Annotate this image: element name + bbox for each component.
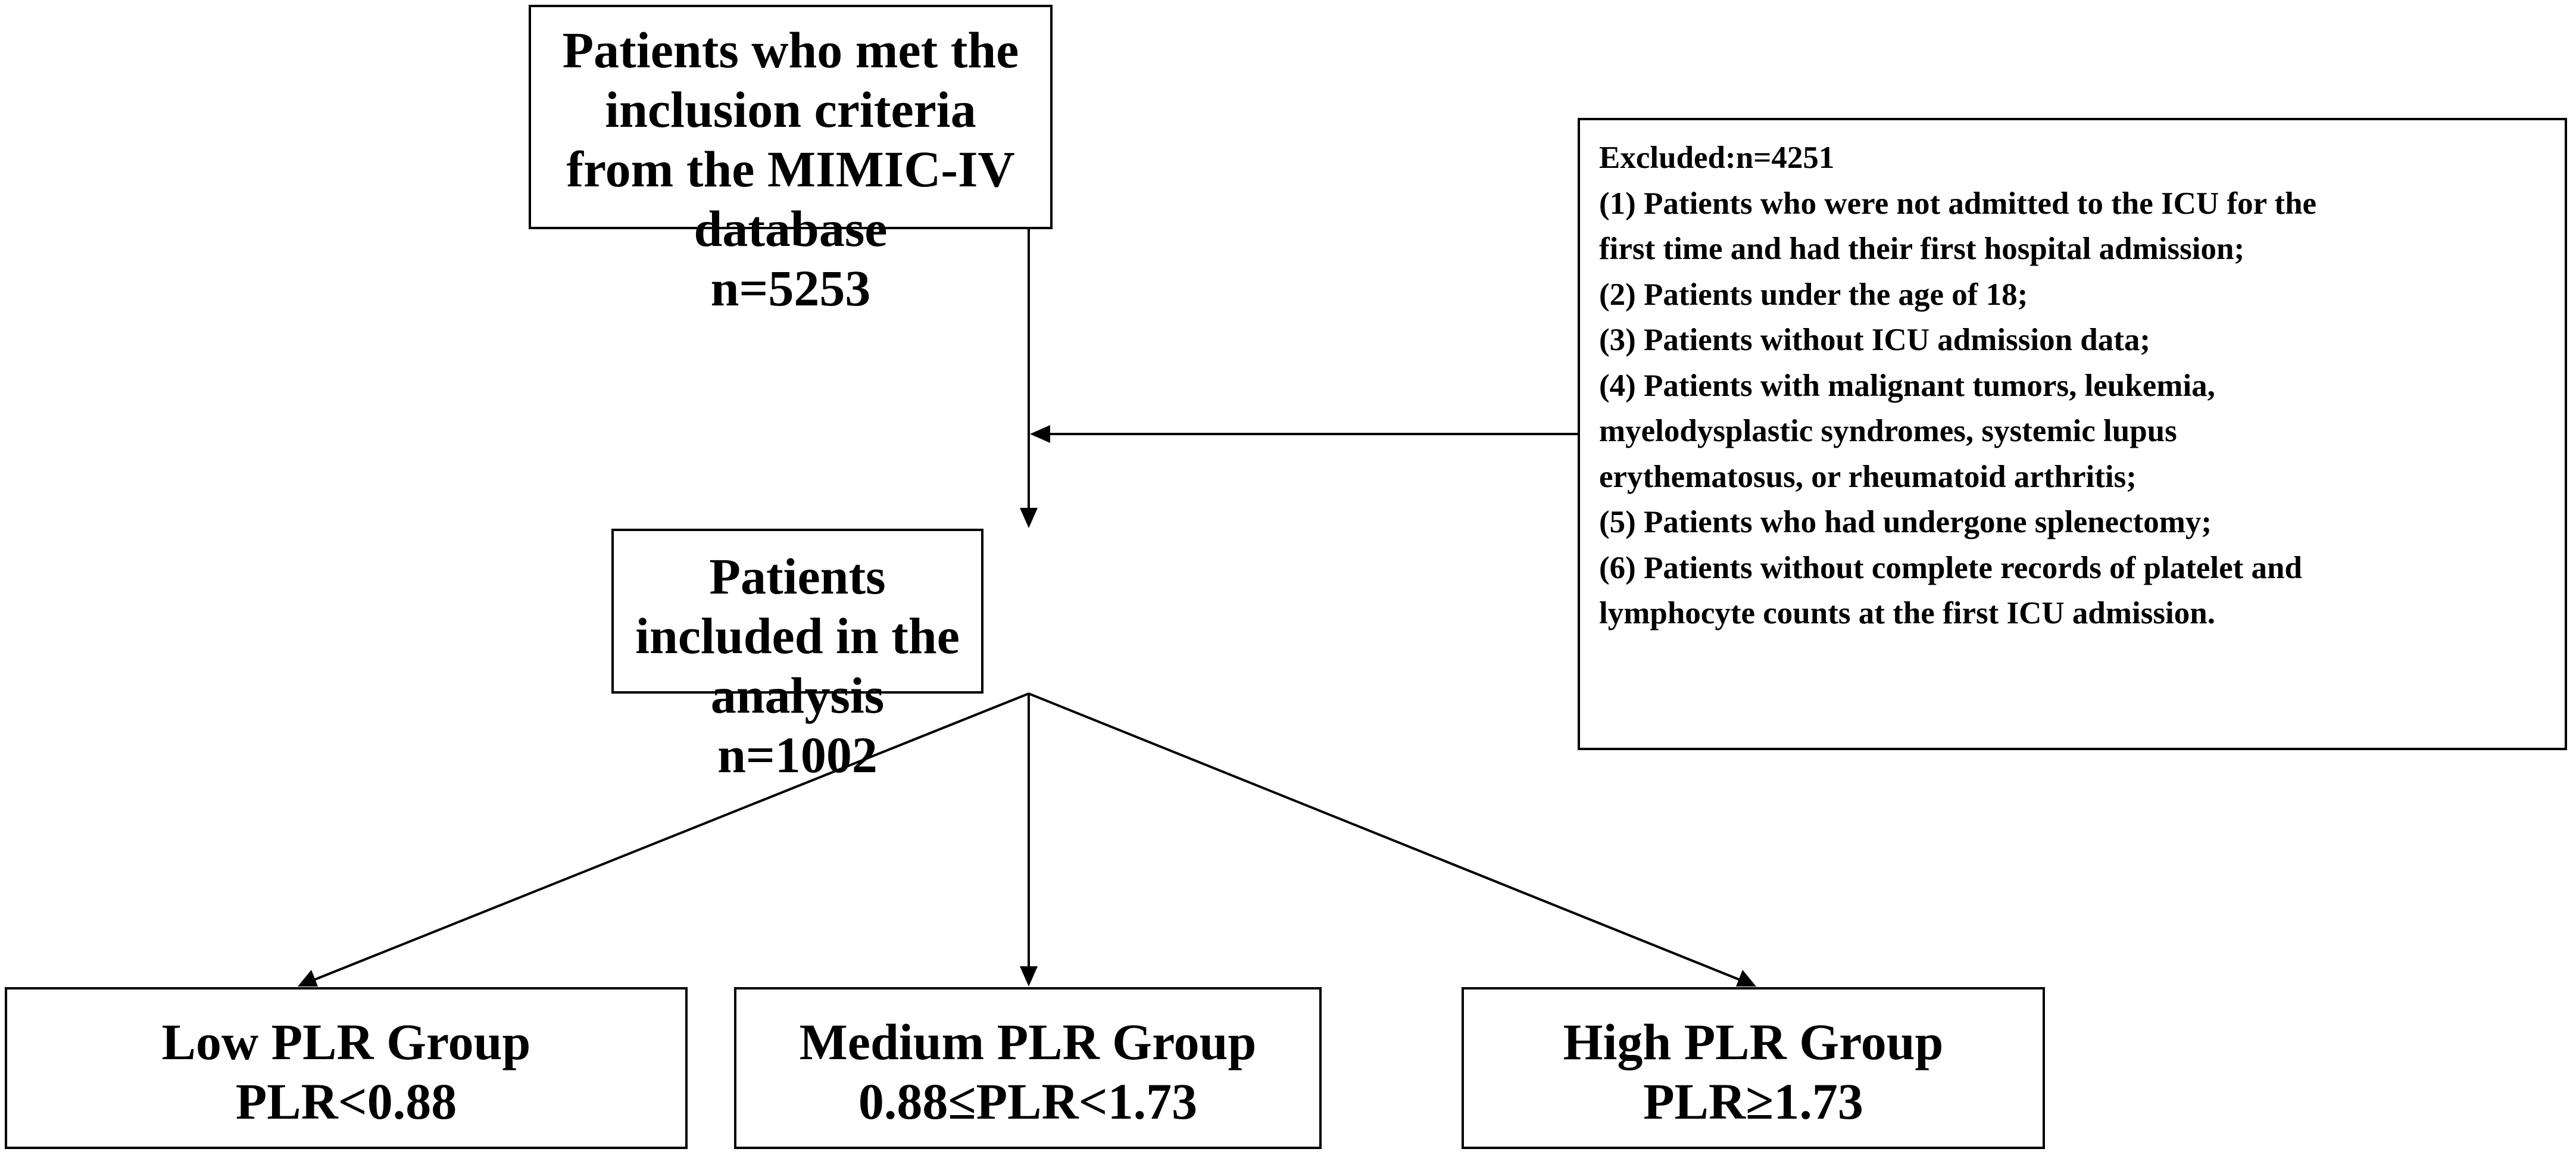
arrow-to-high xyxy=(1028,692,1750,985)
analysis-label: Patients included in the analysis xyxy=(635,548,960,724)
arrowhead-low xyxy=(298,970,318,987)
medium-group-name: Medium PLR Group xyxy=(799,1013,1257,1070)
exclusion-title: Excluded:n=4251 xyxy=(1599,141,1835,175)
arrowhead-medium xyxy=(1020,966,1038,987)
inclusion-line-1: Patients who met the inclusion criteria xyxy=(562,21,1019,138)
arrowhead-high xyxy=(1736,970,1756,987)
exclusion-line: (3) Patients without ICU admission data; xyxy=(1599,323,2151,357)
arrowhead-exclusion xyxy=(1030,425,1050,443)
analysis-count: n=1002 xyxy=(717,726,878,783)
exclusion-line: (4) Patients with malignant tumors, leuk… xyxy=(1599,368,2215,403)
exclusion-box: Excluded:n=4251 (1) Patients who were no… xyxy=(1578,118,2567,750)
exclusion-line: myelodysplastic syndromes, systemic lupu… xyxy=(1599,414,2177,448)
exclusion-line: (6) Patients without complete records of… xyxy=(1599,550,2303,585)
exclusion-line: (2) Patients under the age of 18; xyxy=(1599,277,2028,312)
arrow-to-low xyxy=(304,692,1029,985)
inclusion-criteria-box: Patients who met the inclusion criteria … xyxy=(529,5,1053,317)
medium-plr-group-box: Medium PLR Group 0.88≤PLR<1.73 xyxy=(734,987,1322,1149)
analysis-box: Patients included in the analysis n=1002 xyxy=(611,529,983,783)
exclusion-line: erythematosus, or rheumatoid arthritis; xyxy=(1599,459,2137,494)
exclusion-line: (1) Patients who were not admitted to th… xyxy=(1599,186,2317,221)
high-group-criterion: PLR≥1.73 xyxy=(1643,1073,1863,1130)
high-plr-group-box: High PLR Group PLR≥1.73 xyxy=(1462,987,2045,1149)
arrowhead-analysis xyxy=(1020,508,1038,528)
exclusion-line: first time and had their first hospital … xyxy=(1599,232,2245,266)
low-group-name: Low PLR Group xyxy=(161,1013,531,1070)
inclusion-count: n=5253 xyxy=(710,260,871,317)
inclusion-line-2: from the MIMIC-IV database xyxy=(566,141,1015,257)
low-plr-group-box: Low PLR Group PLR<0.88 xyxy=(5,987,688,1149)
low-group-criterion: PLR<0.88 xyxy=(235,1073,457,1130)
exclusion-line: lymphocyte counts at the first ICU admis… xyxy=(1599,596,2215,630)
exclusion-line: (5) Patients who had undergone splenecto… xyxy=(1599,505,2212,539)
high-group-name: High PLR Group xyxy=(1563,1013,1944,1070)
medium-group-criterion: 0.88≤PLR<1.73 xyxy=(858,1073,1198,1130)
